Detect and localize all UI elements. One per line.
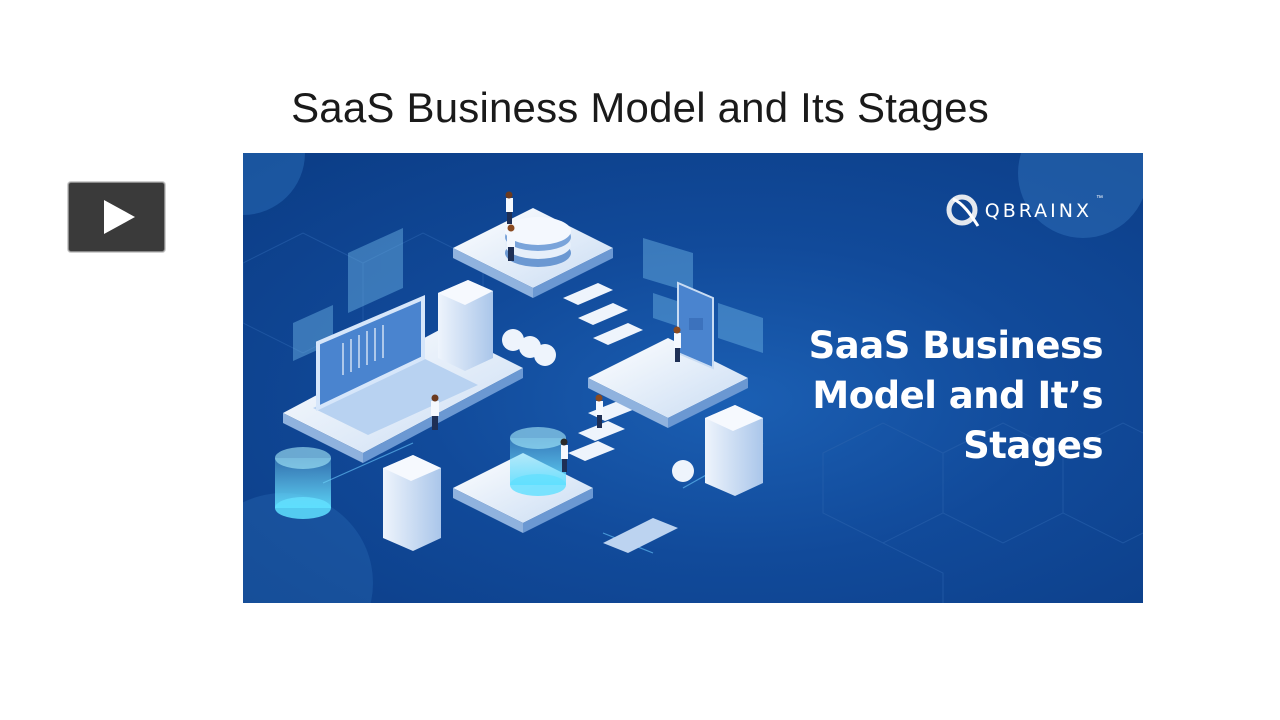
logo-trademark: ™ xyxy=(1096,195,1103,202)
slide-title: SaaS Business Model and Its Stages xyxy=(291,84,989,131)
banner-heading: SaaS Business Model and It’s Stages xyxy=(808,321,1104,471)
qbrainx-logo: QBRAINX ™ xyxy=(945,193,1103,229)
banner-heading-line-2: Model and It’s xyxy=(812,374,1103,417)
banner-heading-line-1: SaaS Business xyxy=(808,324,1104,367)
banner-image: QBRAINX ™ SaaS Business Model and It’s S… xyxy=(243,153,1143,603)
play-button[interactable] xyxy=(68,182,165,252)
banner-heading-line-3: Stages xyxy=(963,424,1103,467)
q-swirl-logo-icon xyxy=(946,194,979,227)
isometric-saas-illustration xyxy=(243,153,1143,603)
play-icon xyxy=(104,200,135,234)
logo-text: QBRAINX xyxy=(984,200,1092,222)
